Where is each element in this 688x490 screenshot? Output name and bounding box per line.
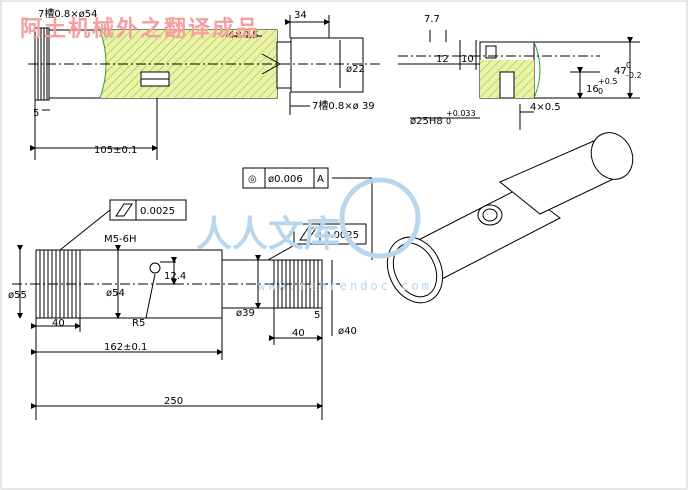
mv-d55: ø55 — [8, 290, 27, 301]
tr-bore: ø25H8 — [410, 116, 443, 127]
fcf-cylindricity: ◎ ø0.006 A — [242, 167, 329, 189]
flat2-value: 0.0025 — [324, 230, 359, 241]
mv-r5: R5 — [132, 318, 145, 329]
top-left-view — [28, 15, 380, 160]
tr-d47-lower: -0.2 — [626, 71, 642, 80]
tl-thread: 4×0.5 — [228, 30, 259, 41]
mv-d40c: ø40 — [338, 326, 357, 337]
main-view — [12, 177, 373, 420]
tr-d77: 7.7 — [424, 14, 440, 25]
mv-len250: 250 — [164, 396, 183, 407]
tr-thread: 4×0.5 — [530, 102, 561, 113]
tr-d47: 47 — [614, 66, 627, 77]
watermark-top: 阿土机械外之翻译成品 — [20, 16, 260, 42]
watermark-center: 人人文库 www.renrendoc.com — [196, 177, 432, 293]
mv-len162: 162±0.1 — [104, 342, 147, 353]
mv-d5: 5 — [314, 310, 320, 321]
mv-d124: 12.4 — [164, 271, 186, 282]
mv-thread-hole: M5-6H — [104, 234, 136, 245]
watermark-url: www.renrendoc.com — [258, 279, 432, 293]
cyl-value: ø0.006 — [268, 174, 303, 185]
tr-d16-lower: 0 — [598, 87, 603, 96]
tl-groove-label: 7槽0.8×ø54 — [38, 7, 98, 20]
iso-view — [386, 132, 634, 304]
top-right-view — [398, 30, 640, 130]
tl-groove2: 7槽0.8×ø 39 — [312, 99, 375, 112]
tr-d16-upper: +0.5 — [598, 77, 617, 86]
tl-d34: 34 — [294, 10, 307, 21]
tr-bore-upper: +0.033 — [446, 109, 476, 118]
tr-bore-lower: 0 — [446, 117, 451, 126]
tr-d10: 10 — [461, 54, 474, 65]
cyl-symbol: ◎ — [248, 174, 257, 185]
fcf-flatness-1: 0.0025 — [109, 199, 187, 221]
watermark-center-text: 人人文库 — [196, 213, 340, 255]
tr-d47-upper: 0 — [626, 61, 631, 70]
tl-len105: 105±0.1 — [94, 145, 137, 156]
mv-d54: ø54 — [106, 288, 125, 299]
tl-d22: ø22 — [346, 64, 365, 75]
datum-ref: A — [317, 174, 324, 185]
mv-d40b: 40 — [292, 328, 305, 339]
tl-d5: 5 — [33, 108, 39, 119]
tr-d16: 16 — [586, 84, 599, 95]
mv-d40a: 40 — [52, 318, 65, 329]
mv-d39: ø39 — [236, 308, 255, 319]
tr-d12: 12 — [436, 54, 449, 65]
flat1-value: 0.0025 — [140, 206, 175, 217]
